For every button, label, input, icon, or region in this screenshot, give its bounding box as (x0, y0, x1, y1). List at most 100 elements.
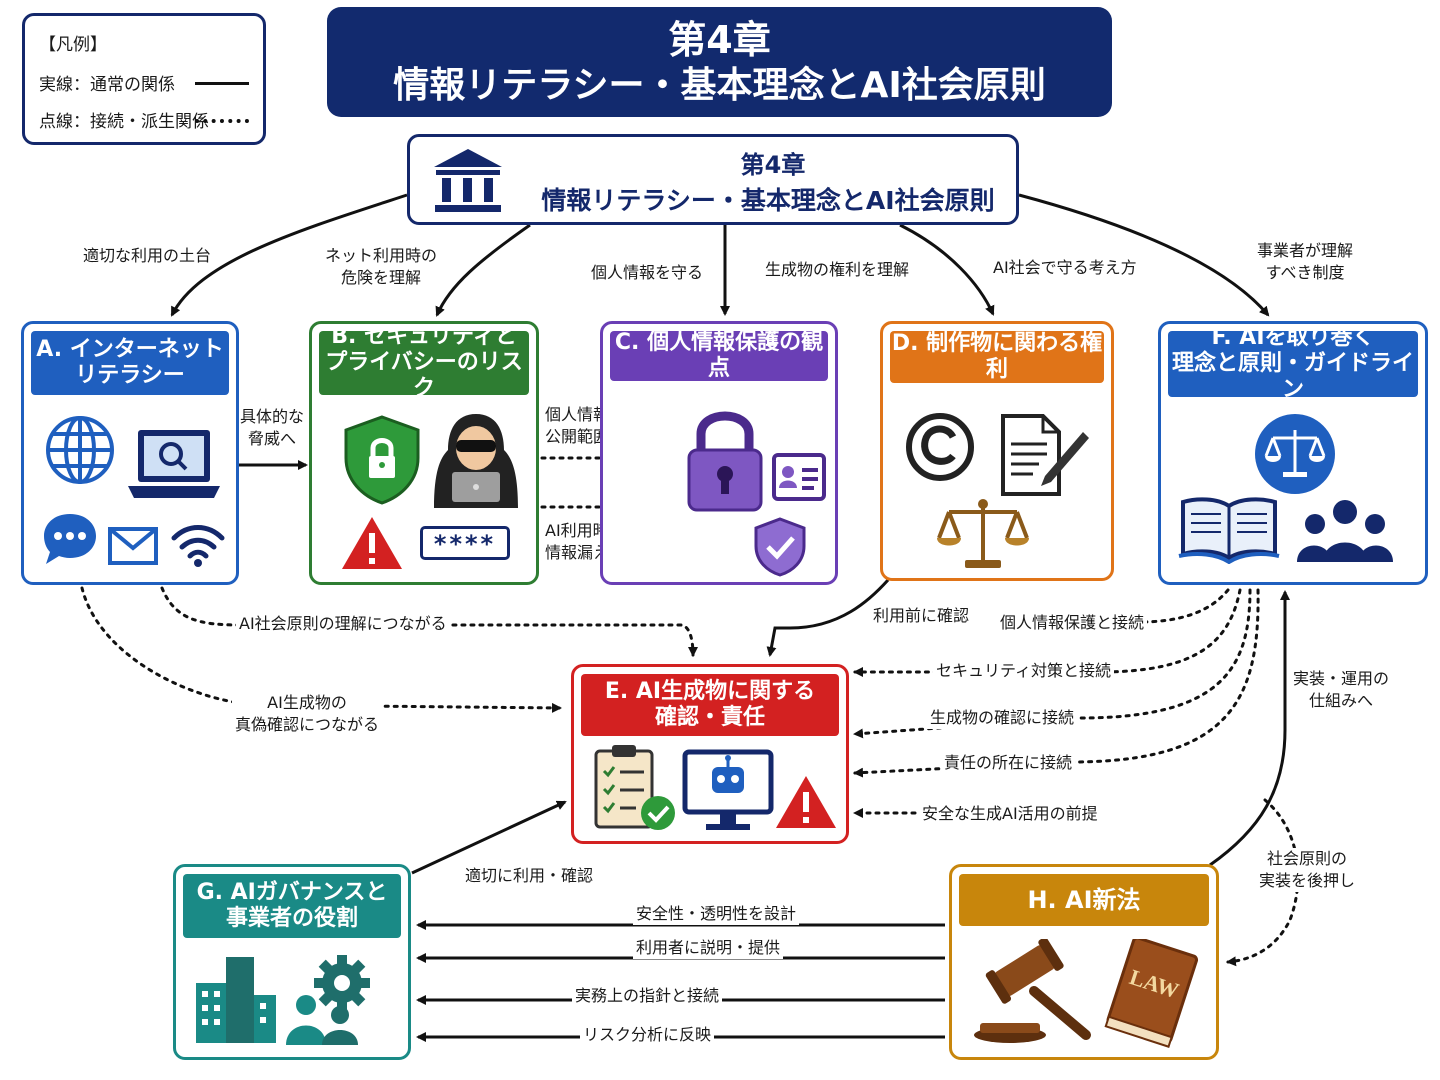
edge-h-f (1209, 590, 1290, 867)
box-d-copyright: D. 制作物に関わる権利 (880, 321, 1114, 581)
label-center-d: 生成物の権利を理解 (762, 259, 913, 281)
box-a-title-line2: リテラシー (75, 363, 185, 388)
hacker-icon (434, 414, 518, 508)
box-f-header: F. AIを取り巻く理念と原則・ガイドライン (1168, 325, 1418, 402)
box-b-header: B. セキュリティとプライバシーのリスク (319, 324, 529, 401)
label-h-f-line1: 実装・運用の (1293, 669, 1390, 688)
box-c-personal-info: C. 個人情報保護の観点 (600, 321, 838, 585)
laptop-search-icon (128, 430, 220, 498)
label-center-e: AI社会で守る考え方 (990, 257, 1140, 279)
label-f-h-line1: 社会原則の (1267, 849, 1348, 868)
label-center-b: ネット利用時の 危険を理解 (322, 245, 441, 289)
label-center-c: 個人情報を守る (588, 262, 707, 284)
edge-g-e (411, 800, 567, 875)
label-f-e-3: 生成物の確認に接続 (927, 707, 1078, 729)
wifi-icon (171, 525, 225, 567)
legend-dotted-line (195, 119, 249, 123)
warning-icon (342, 517, 402, 569)
box-b-security-privacy: B. セキュリティとプライバシーのリスク **** (309, 321, 539, 585)
label-a-e-2: AI生成物の 真偽確認につながる (232, 692, 383, 736)
legend: 【凡例】 実線：通常の関係 点線：接続・派生関係 (22, 13, 266, 145)
label-a-e-1: AI社会原則の理解につながる (236, 613, 450, 635)
law-book-icon: LAW (1104, 939, 1199, 1048)
label-f-h-line2: 実装を後押し (1259, 871, 1356, 890)
center-title: 情報リテラシー・基本理念とAI社会原則 (541, 186, 995, 215)
edge-f-e-1 (1138, 588, 1230, 624)
shield-check-icon (754, 517, 806, 577)
label-h-g-3: 実務上の指針と接続 (572, 985, 723, 1007)
legend-solid-label: 実線：通常の関係 (39, 75, 175, 95)
open-book-icon (1178, 497, 1280, 564)
justice-icon (1255, 414, 1335, 494)
warning-icon (776, 776, 836, 828)
mail-icon (108, 527, 158, 565)
edge-center-d (899, 223, 995, 316)
legend-dotted-label: 点線：接続・派生関係 (39, 112, 209, 132)
scales-icon (937, 499, 1029, 568)
shield-lock-icon (344, 415, 420, 505)
padlock-icon (687, 411, 763, 512)
people-icon (1297, 500, 1393, 562)
document-pen-icon (1001, 414, 1089, 496)
box-e-ai-output-responsibility: E. AI生成物に関する確認・責任 (571, 664, 849, 844)
label-f-e-1: 個人情報保護と接続 (997, 612, 1148, 634)
label-a-e-2-line2: 真偽確認につながる (235, 715, 380, 734)
label-a-b-line1: 具体的な (240, 407, 305, 426)
edge-d-e (766, 578, 890, 657)
box-a-header: A. インターネットリテラシー (31, 331, 229, 395)
label-h-g-1: 安全性・透明性を設計 (633, 903, 800, 925)
buildings-icon (196, 957, 276, 1043)
label-a-b: 具体的な 脅威へ (240, 406, 305, 450)
box-e-header: E. AI生成物に関する確認・責任 (581, 674, 839, 736)
checklist-icon (594, 745, 675, 830)
gear-people-icon (286, 955, 370, 1045)
label-d-e: 利用前に確認 (870, 605, 973, 627)
box-f-title-line1: F. AIを取り巻く (1211, 325, 1375, 350)
label-center-f: 事業者が理解 すべき制度 (1254, 240, 1357, 284)
edge-a-e-2 (80, 586, 562, 713)
gavel-icon (974, 939, 1091, 1043)
box-h-ai-law: H. AI新法 LAW (949, 864, 1219, 1060)
edge-center-f (1018, 193, 1270, 317)
box-a-title-line1: A. インターネット (36, 337, 224, 362)
chat-icon (44, 514, 96, 564)
box-c-header: C. 個人情報保護の観点 (610, 330, 828, 381)
banner-title: 情報リテラシー・基本理念とAI社会原則 (393, 65, 1046, 106)
label-center-a: 適切な利用の土台 (80, 245, 215, 267)
label-f-e-2: セキュリティ対策と接続 (933, 660, 1115, 682)
label-f-e-5: 安全な生成AI活用の前提 (919, 803, 1101, 825)
box-b-title-line1: B. セキュリティと (331, 324, 517, 349)
box-e-title-line1: E. AI生成物に関する (604, 679, 816, 704)
label-a-e-2-line1: AI生成物の (267, 693, 347, 712)
label-h-g-2: 利用者に説明・提供 (633, 937, 784, 959)
edge-center-b (435, 223, 531, 317)
label-center-b-line2: 危険を理解 (341, 268, 422, 287)
label-f-e-4: 責任の所在に接続 (941, 752, 1076, 774)
label-h-f: 実装・運用の 仕組みへ (1290, 668, 1393, 712)
page-title-banner: 第4章 情報リテラシー・基本理念とAI社会原則 (327, 7, 1112, 117)
label-center-f-line1: 事業者が理解 (1257, 241, 1354, 260)
edge-f-e-4 (853, 588, 1260, 778)
label-f-h: 社会原則の 実装を後押し (1256, 848, 1359, 892)
id-card-icon (772, 453, 826, 501)
label-a-b-line2: 脅威へ (248, 429, 297, 448)
legend-solid-line (195, 82, 249, 85)
label-h-f-line2: 仕組みへ (1309, 691, 1374, 710)
globe-icon (46, 416, 114, 484)
edge-center-a (170, 193, 408, 317)
box-e-title-line2: 確認・責任 (654, 705, 765, 730)
label-g-e: 適切に利用・確認 (462, 865, 597, 887)
password-icon: **** (420, 526, 510, 560)
box-a-internet-literacy: A. インターネットリテラシー (21, 321, 239, 585)
box-f-principles-guidelines: F. AIを取り巻く理念と原則・ガイドライン (1158, 321, 1428, 585)
box-h-header: H. AI新法 (959, 874, 1209, 926)
box-g-title-line1: G. AIガバナンスと (196, 880, 388, 905)
box-g-header: G. AIガバナンスと事業者の役割 (183, 874, 401, 938)
box-f-title-line2: 理念と原則・ガイドライン (1171, 351, 1414, 402)
edge-f-e-2 (853, 588, 1242, 677)
box-g-governance: G. AIガバナンスと事業者の役割 (173, 864, 411, 1060)
box-d-header: D. 制作物に関わる権利 (890, 331, 1104, 383)
label-center-b-line1: ネット利用時の (325, 246, 438, 265)
edge-f-h (1226, 798, 1300, 967)
bank-icon (434, 149, 502, 212)
